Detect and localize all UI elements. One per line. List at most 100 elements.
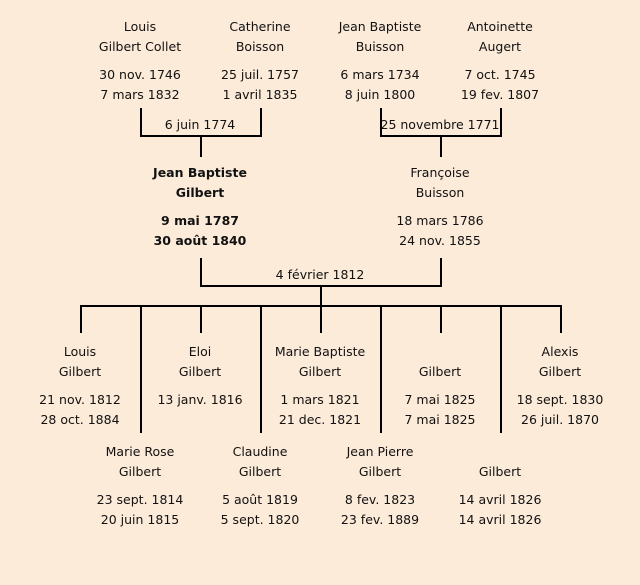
- birth-date: 14 avril 1826: [458, 492, 542, 507]
- connector-line: [260, 108, 262, 137]
- first-name: Louis: [63, 344, 97, 359]
- child-connector: [80, 306, 82, 333]
- birth-date: 18 sept. 1830: [516, 392, 604, 407]
- death-date: 26 juil. 1870: [521, 412, 599, 427]
- death-date: 23 fev. 1889: [340, 512, 420, 527]
- last-name: Gilbert: [175, 185, 225, 200]
- birth-date: 25 juil. 1757: [221, 67, 299, 82]
- last-name: Gilbert: [58, 364, 102, 379]
- last-name: Buisson: [355, 39, 405, 54]
- first-name: Alexis: [541, 344, 579, 359]
- connector-line: [200, 136, 202, 157]
- first-name: Antoinette: [467, 19, 533, 34]
- spacer: [195, 57, 325, 65]
- birth-date: 30 nov. 1746: [99, 67, 181, 82]
- first-name: Jean Baptiste: [338, 19, 422, 34]
- first-name: Louis: [123, 19, 157, 34]
- spacer: [255, 382, 385, 390]
- death-date: 21 dec. 1821: [278, 412, 362, 427]
- first-name: Catherine: [229, 19, 291, 34]
- death-date: 14 avril 1826: [458, 512, 542, 527]
- death-date: 20 juin 1815: [100, 512, 180, 527]
- spacer: [435, 482, 565, 490]
- spacer: [75, 57, 205, 65]
- marriage-date: 6 juin 1774: [164, 117, 236, 132]
- death-date: 30 août 1840: [153, 233, 247, 248]
- spacer: [135, 203, 265, 211]
- first-name: Jean Pierre: [346, 444, 414, 459]
- first-name: Marie Baptiste: [274, 344, 366, 359]
- spacer: [435, 57, 565, 65]
- child-connector: [440, 306, 442, 333]
- connector-line: [140, 108, 142, 137]
- death-date: 1 avril 1835: [222, 87, 298, 102]
- marriage-date: 25 novembre 1771: [380, 117, 500, 132]
- death-date: 28 oct. 1884: [40, 412, 120, 427]
- birth-date: 5 août 1819: [222, 492, 298, 507]
- spacer: [375, 203, 505, 211]
- first-name: Marie Rose: [105, 444, 175, 459]
- birth-date: 6 mars 1734: [340, 67, 420, 82]
- child-connector: [140, 306, 142, 433]
- death-date: 8 juin 1800: [344, 87, 416, 102]
- last-name: Gilbert: [538, 364, 582, 379]
- connector-line: [500, 108, 502, 137]
- birth-date: 21 nov. 1812: [39, 392, 121, 407]
- spacer: [75, 482, 205, 490]
- spacer: [375, 382, 505, 390]
- last-name: Gilbert: [118, 464, 162, 479]
- child-connector: [380, 306, 382, 433]
- connector-line: [320, 286, 322, 307]
- last-name: Augert: [478, 39, 522, 54]
- birth-date: 7 oct. 1745: [464, 67, 536, 82]
- spacer: [315, 482, 445, 490]
- death-date: 7 mai 1825: [404, 412, 476, 427]
- child-card[interactable]: Gilbert 14 avril 1826 14 avril 1826: [435, 442, 565, 530]
- connector-line: [380, 108, 382, 137]
- spacer: [315, 57, 445, 65]
- child-connector: [500, 306, 502, 433]
- last-name: Gilbert: [298, 364, 342, 379]
- connector-line: [200, 258, 202, 287]
- first-name: Claudine: [232, 444, 288, 459]
- first-name: [435, 442, 565, 462]
- birth-date: 1 mars 1821: [280, 392, 360, 407]
- birth-date: 18 mars 1786: [396, 213, 484, 228]
- child-connector: [560, 306, 562, 333]
- first-name: Françoise: [410, 165, 470, 180]
- marriage-date: 4 février 1812: [275, 267, 365, 282]
- connector-line: [440, 136, 442, 157]
- death-date: 19 fev. 1807: [460, 87, 540, 102]
- last-name: Gilbert: [178, 364, 222, 379]
- first-name: Eloi: [188, 344, 212, 359]
- spacer: [195, 482, 325, 490]
- birth-date: 8 fev. 1823: [344, 492, 416, 507]
- last-name: Boisson: [235, 39, 285, 54]
- death-date: [135, 410, 265, 430]
- child-connector: [320, 306, 322, 333]
- spacer: [495, 382, 625, 390]
- death-date: 7 mars 1832: [100, 87, 180, 102]
- last-name: Gilbert: [358, 464, 402, 479]
- last-name: Gilbert: [478, 464, 522, 479]
- birth-date: 9 mai 1787: [161, 213, 239, 228]
- first-name: [375, 342, 505, 362]
- last-name: Buisson: [415, 185, 465, 200]
- connector-line: [440, 258, 442, 287]
- spacer: [15, 382, 145, 390]
- last-name: Gilbert Collet: [98, 39, 182, 54]
